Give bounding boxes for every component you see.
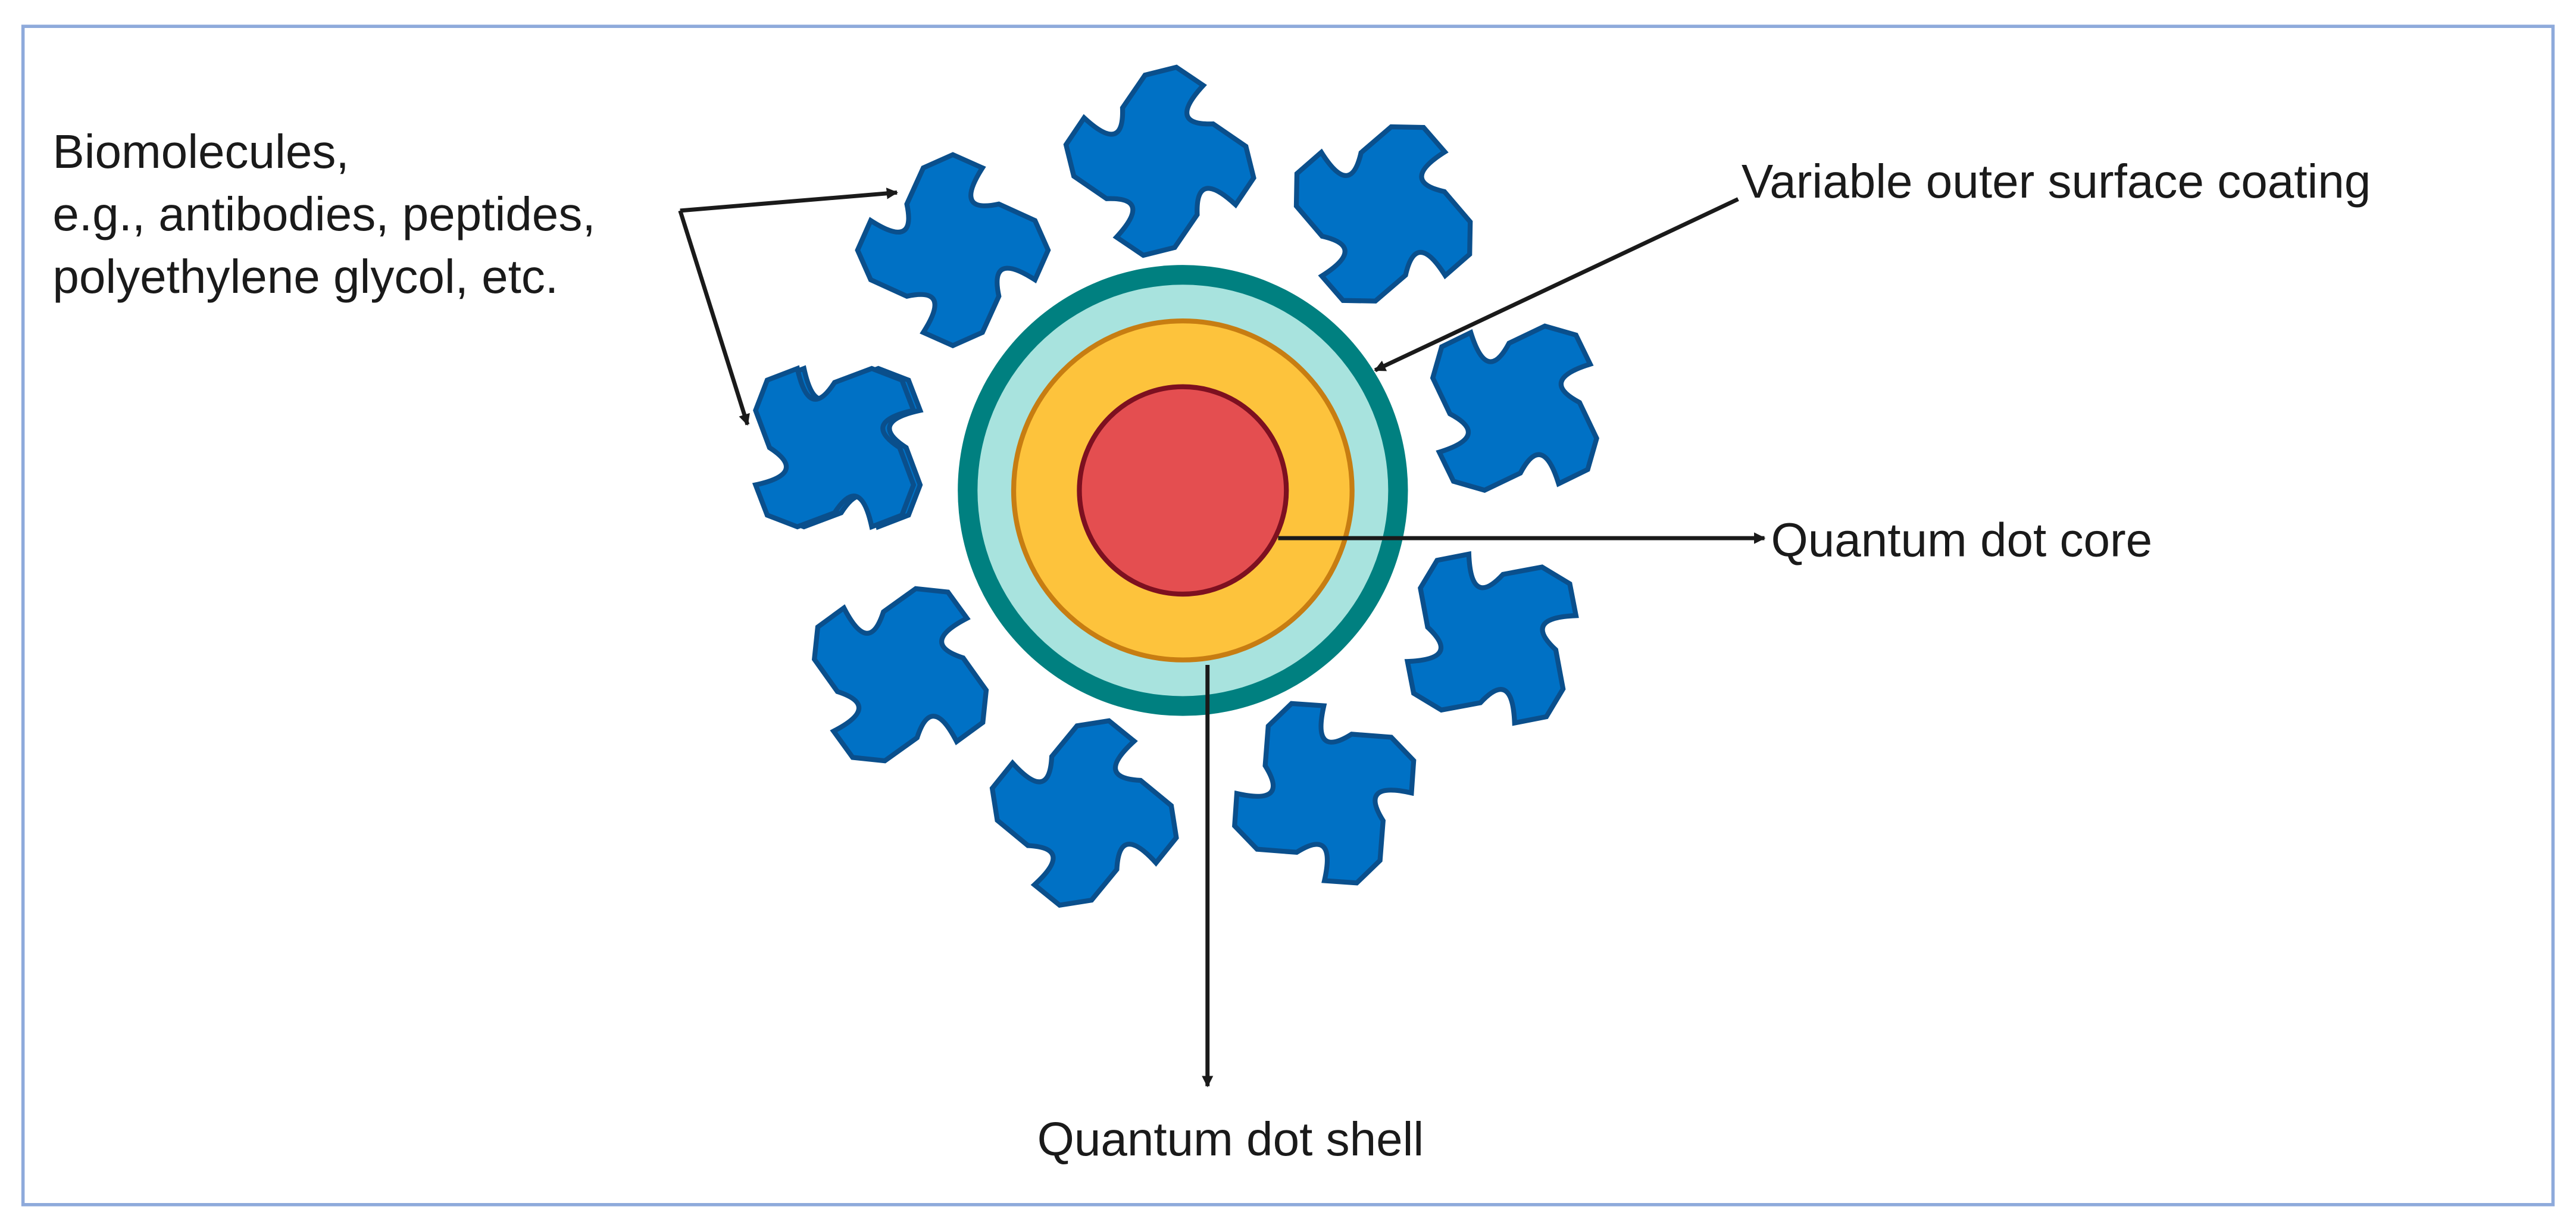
label-shell: Quantum dot shell: [1037, 1112, 1424, 1166]
arrow-coating: [1374, 197, 1739, 373]
label-coating: Variable outer surface coating: [1742, 154, 2371, 208]
arrows: [678, 188, 1766, 1088]
quantum-dot: [958, 265, 1408, 716]
label-biomolecules-line1: Biomolecules,: [52, 124, 349, 178]
label-biomolecules-line2: e.g., antibodies, peptides,: [52, 187, 595, 240]
arrow-biomolecules-lower: [678, 210, 750, 426]
label-biomolecules-line3: polyethylene glycol, etc.: [52, 249, 558, 303]
arrow-biomolecules-upper: [680, 188, 898, 213]
labels: Biomolecules, e.g., antibodies, peptides…: [52, 124, 2371, 1166]
label-core: Quantum dot core: [1771, 513, 2153, 566]
quantum-dot-core: [1077, 384, 1289, 597]
